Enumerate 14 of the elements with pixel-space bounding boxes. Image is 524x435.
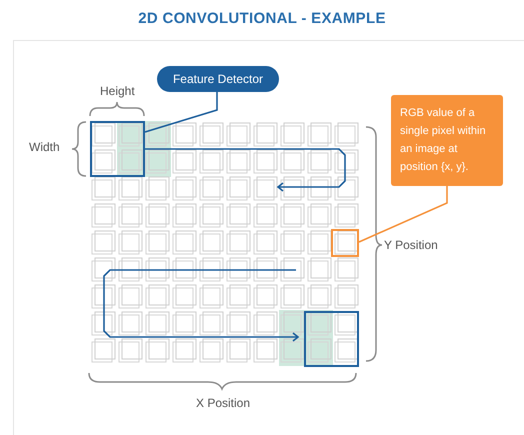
window-frame — [90, 121, 145, 177]
window-frame — [331, 229, 359, 257]
arrow — [145, 148, 346, 192]
callout-note: RGB value of a single pixel within an image at position {x, y}. — [391, 95, 503, 186]
axis-label: Width — [29, 140, 60, 154]
diagram-title: 2D CONVOLUTIONAL - EXAMPLE — [137, 10, 387, 27]
window-frame — [304, 311, 359, 367]
arrow — [103, 269, 299, 342]
feature-detector-pill: Feature Detector — [157, 66, 279, 92]
axis-label: X Position — [196, 396, 250, 410]
leader-line — [144, 92, 218, 133]
leader-line — [358, 186, 448, 243]
axis-label: Y Position — [384, 238, 438, 252]
axis-label: Height — [100, 84, 135, 98]
